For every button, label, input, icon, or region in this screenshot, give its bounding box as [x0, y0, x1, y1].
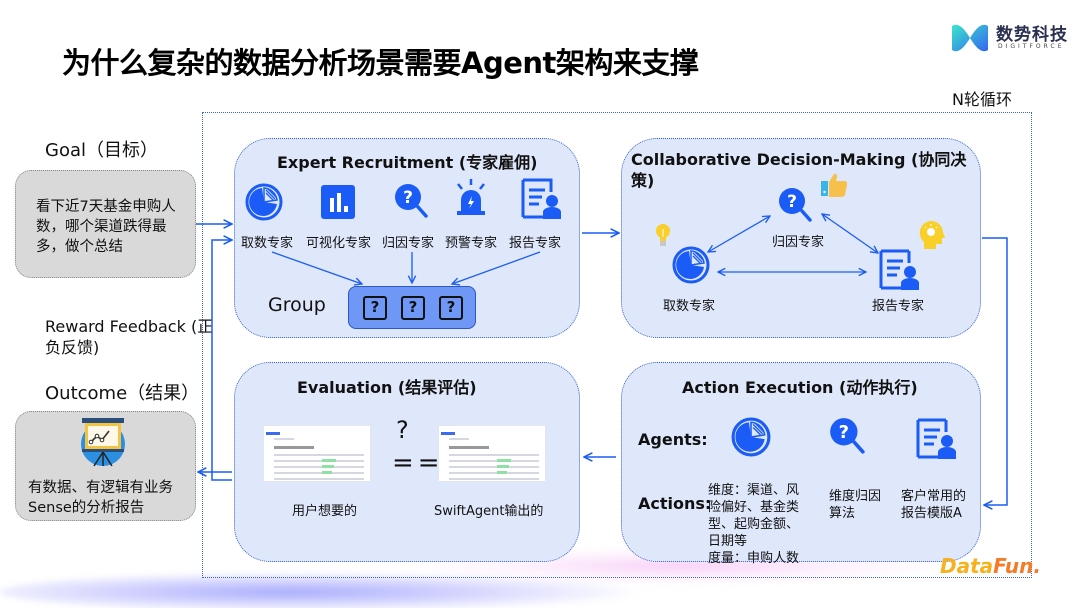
node-label: 归因专家 — [772, 235, 825, 250]
expert-label: 取数专家 — [241, 236, 294, 251]
outcome-text: 有数据、有逻辑有业务Sense的分析报告 — [28, 480, 173, 516]
datafun-watermark: DataFun. — [940, 554, 1041, 578]
action-item: 客户常用的报告模版A — [901, 489, 967, 521]
goal-label: Goal（目标） — [45, 140, 158, 161]
logo-name-en: DIGITFORCE — [998, 43, 1065, 50]
actions-label: Actions: — [638, 494, 712, 513]
expert-label: 可视化专家 — [306, 236, 372, 251]
report-user-icon — [521, 178, 561, 219]
goal-box: 看下近7天基金申购人数，哪个渠道跌得最多，做个总结 — [15, 170, 196, 278]
group-slot: ? — [401, 296, 425, 320]
report-user-icon — [916, 418, 956, 459]
goal-text: 看下近7天基金申购人数，哪个渠道跌得最多，做个总结 — [36, 199, 176, 255]
comparison-question-mark: ? — [396, 416, 409, 444]
pie-chart-icon — [731, 417, 771, 457]
agent-output-caption: SwiftAgent输出的 — [434, 504, 544, 519]
svg-text:?: ? — [787, 192, 797, 212]
svg-text:?: ? — [839, 422, 849, 443]
company-logo: 数势科技 DIGITFORCE — [948, 18, 1073, 58]
outcome-label: Outcome（结果） — [45, 383, 200, 404]
equals-sign: == — [392, 448, 444, 478]
idea-head-icon — [919, 220, 945, 249]
outcome-box: 有数据、有逻辑有业务Sense的分析报告 — [15, 411, 196, 521]
node-label: 取数专家 — [663, 299, 716, 314]
search-question-icon: ? — [779, 188, 812, 222]
presentation-chart-icon — [81, 418, 125, 467]
report-user-icon — [879, 249, 919, 290]
expert-label: 归因专家 — [382, 236, 435, 251]
thumbs-up-icon — [821, 173, 848, 197]
loop-frame — [202, 112, 1032, 578]
group-slot: ? — [363, 296, 387, 320]
page-title: 为什么复杂的数据分析场景需要Agent架构来支撑 — [62, 46, 699, 80]
lightbulb-icon — [656, 224, 670, 246]
logo-name-cn: 数势科技 — [996, 25, 1068, 45]
agents-label: Agents: — [638, 430, 708, 449]
bar-chart-icon — [321, 185, 355, 219]
pie-chart-icon — [245, 183, 283, 221]
group-label: Group — [268, 294, 326, 316]
action-item: 维度：渠道、风险偏好、基金类型、起购金额、日期等 度量：申购人数 — [708, 483, 800, 566]
expert-label: 报告专家 — [509, 236, 562, 251]
action-item: 维度归因算法 — [829, 489, 882, 521]
expected-report-thumbnail — [263, 425, 371, 482]
loop-label: N轮循环 — [952, 90, 1012, 109]
reward-feedback-label: Reward Feedback (正负反馈) — [45, 317, 214, 357]
node-label: 报告专家 — [872, 299, 925, 314]
panel-title: Action Execution (动作执行) — [682, 378, 918, 397]
expert-group: ? ? ? — [348, 286, 476, 329]
watermark-part1: Data — [940, 554, 994, 578]
panel-title: Expert Recruitment (专家雇佣) — [277, 153, 538, 172]
watermark-part2: Fun. — [993, 554, 1041, 578]
alarm-siren-icon — [457, 179, 485, 215]
agent-report-thumbnail — [438, 425, 546, 482]
expected-caption: 用户想要的 — [292, 504, 358, 519]
search-question-icon: ? — [395, 184, 428, 218]
group-slot: ? — [439, 296, 463, 320]
pie-chart-icon — [672, 246, 710, 284]
expert-recruitment-panel: Expert Recruitment (专家雇佣) — [234, 138, 580, 338]
panel-title: Evaluation (结果评估) — [297, 378, 477, 397]
panel-title: Collaborative Decision-Making (协同决策) — [631, 150, 967, 190]
logo-mark-icon — [952, 24, 988, 52]
search-question-icon: ? — [830, 418, 865, 454]
action-execution-panel: Action Execution (动作执行) — [621, 362, 981, 562]
svg-text:?: ? — [403, 188, 413, 208]
expert-label: 预警专家 — [445, 236, 498, 251]
